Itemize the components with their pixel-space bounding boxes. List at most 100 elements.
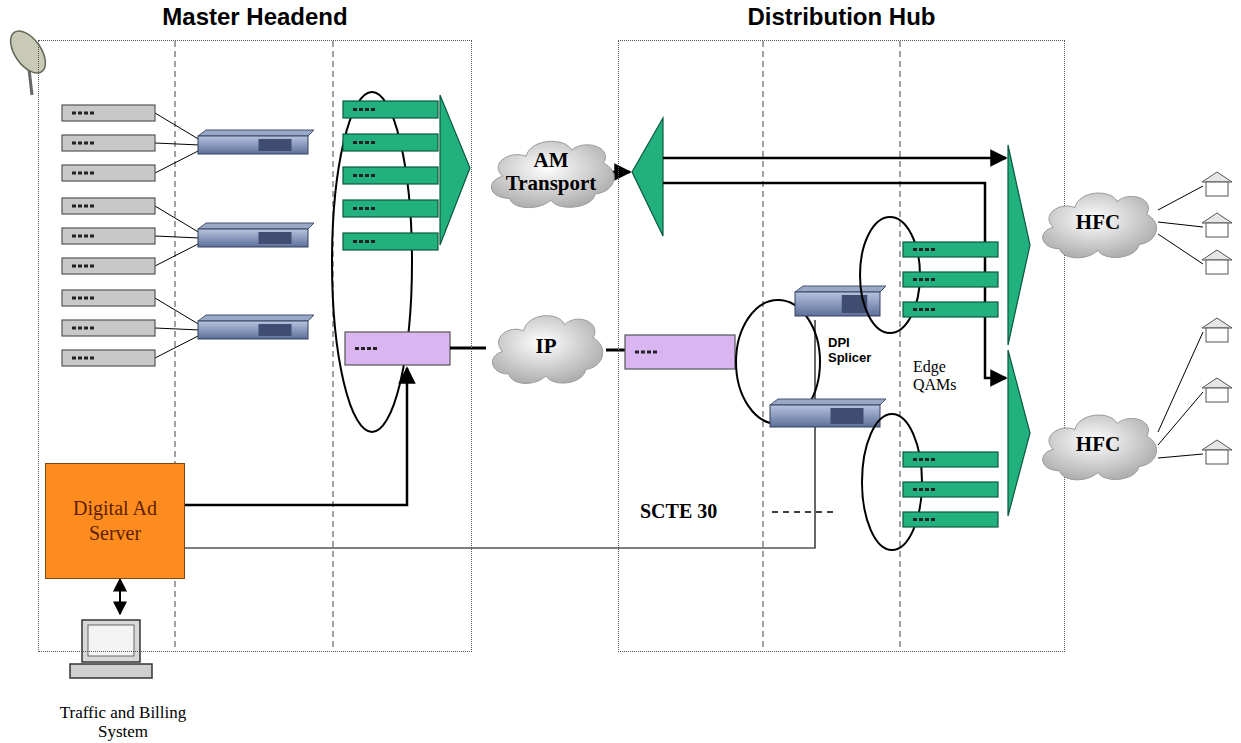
network-cloud: HFC: [1034, 180, 1162, 266]
edge-qam-body: [903, 452, 998, 467]
satellite-receiver: [62, 228, 155, 244]
edge-qam: [903, 302, 998, 317]
front-led: [913, 248, 917, 251]
dpi-splicer-top: [795, 286, 886, 292]
node-label: Digital Ad Server: [46, 488, 184, 554]
subscriber-home: [1202, 213, 1232, 237]
edge-qam: [903, 272, 998, 287]
front-led: [371, 240, 375, 243]
column-divider: [333, 41, 334, 651]
home-wall: [1206, 450, 1228, 464]
node-label: HFC: [1070, 427, 1126, 462]
qam-modulator-body: [343, 200, 438, 217]
site-region: Master HeadendDigital Ad Server: [38, 40, 472, 652]
satellite-receiver: [62, 258, 155, 274]
node-label: Traffic and Billing System: [55, 703, 191, 742]
scte-leader: [772, 511, 835, 513]
front-led: [84, 235, 88, 238]
front-led: [919, 248, 923, 251]
home-roof: [1202, 172, 1232, 182]
ip-router-body: [625, 335, 735, 369]
home-roof: [1202, 250, 1232, 260]
front-led: [925, 308, 929, 311]
front-led: [359, 108, 363, 111]
device-label: DPI Splicer: [828, 336, 880, 366]
front-led: [353, 240, 357, 243]
front-led: [90, 235, 94, 238]
edge-qam-body: [903, 302, 998, 317]
feed-line: [155, 150, 200, 173]
node-label: AM Transport: [482, 143, 620, 201]
network-cloud: IP: [484, 302, 608, 392]
network-cloud: HFC: [1034, 402, 1162, 488]
front-led: [72, 112, 76, 115]
home-wall: [1206, 182, 1228, 196]
edge-qam: [903, 452, 998, 467]
front-led: [635, 351, 639, 354]
front-led: [84, 327, 88, 330]
front-led: [72, 265, 76, 268]
front-led: [355, 347, 359, 350]
column-divider: [900, 41, 901, 651]
front-led: [78, 142, 82, 145]
front-led: [72, 172, 76, 175]
front-led: [925, 518, 929, 521]
satellite-receiver-body: [62, 258, 155, 274]
front-led: [90, 265, 94, 268]
encoder-unit-top: [198, 223, 314, 229]
front-led: [365, 141, 369, 144]
front-led: [365, 108, 369, 111]
cloud-outline: [1043, 193, 1157, 258]
satellite-receiver: [62, 198, 155, 214]
front-led: [919, 278, 923, 281]
protocol-label: SCTE 30: [640, 500, 717, 523]
front-led: [78, 172, 82, 175]
drop-line: [1158, 332, 1203, 432]
home-wall: [1206, 388, 1228, 402]
front-led: [72, 297, 76, 300]
front-led: [78, 297, 82, 300]
qam-modulator-body: [343, 167, 438, 184]
front-led: [353, 207, 357, 210]
front-led: [78, 235, 82, 238]
feed-line: [155, 236, 200, 238]
subscriber-home: [1202, 250, 1232, 274]
satellite-receiver: [62, 350, 155, 366]
front-panel: [259, 232, 292, 244]
front-led: [72, 235, 76, 238]
front-led: [72, 357, 76, 360]
splicer-control-line: [170, 320, 815, 548]
node-label: IP: [530, 329, 563, 364]
front-led: [653, 351, 657, 354]
front-led: [925, 248, 929, 251]
front-led: [371, 207, 375, 210]
satellite-receiver-body: [62, 165, 155, 181]
cloud-outline: [1043, 415, 1157, 480]
front-led: [90, 205, 94, 208]
connector-arrow: [119, 579, 121, 614]
front-led: [72, 205, 76, 208]
ip-link: [606, 349, 625, 352]
dpi-splicer-top: [770, 399, 886, 405]
edge-qam-body: [903, 242, 998, 257]
encoder-unit: [198, 315, 314, 339]
rf-combiner: [1008, 145, 1030, 345]
front-led: [90, 172, 94, 175]
dish-reflector: [4, 25, 53, 79]
front-led: [371, 108, 375, 111]
ad-feed-arrow: [170, 368, 407, 505]
feed-line: [155, 206, 200, 233]
front-led: [919, 458, 923, 461]
device-label: Edge QAMs: [913, 358, 965, 395]
encoder-unit-top: [198, 130, 314, 136]
front-led: [919, 488, 923, 491]
front-led: [359, 141, 363, 144]
front-led: [919, 308, 923, 311]
satellite-receiver-body: [62, 320, 155, 336]
node-label: HFC: [1070, 205, 1126, 240]
satellite-receiver-body: [62, 198, 155, 214]
edge-qam-body: [903, 272, 998, 287]
edge-qam: [903, 242, 998, 257]
edge-qam-body: [903, 512, 998, 527]
